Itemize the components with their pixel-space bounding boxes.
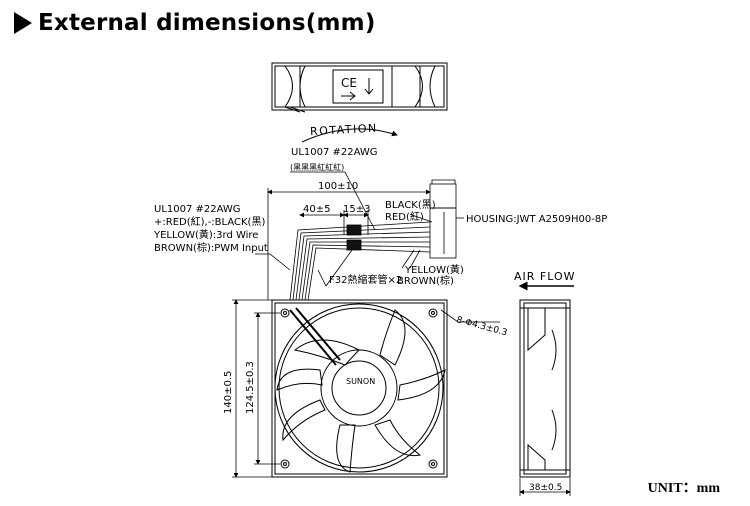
rotation-label: ROTATION: [310, 122, 378, 139]
brown-wire-label: BROWN(棕): [397, 274, 454, 287]
hole-spec: 8-Φ4.3±0.3: [455, 315, 508, 338]
arrow-right-icon: [341, 91, 356, 101]
ce-mark: CE: [341, 76, 357, 90]
cable-length-dim: 100±10: [318, 181, 358, 192]
wire-spec-top: UL1007 #22AWG: [291, 147, 378, 158]
wire-spec-left: UL1007 #22AWG: [154, 204, 241, 215]
cable-assembly: UL1007 #22AWG (黑黑黑紅紅紅) 100±10 40±5 15±3: [267, 147, 457, 301]
hub-brand-logo: SUNON: [346, 377, 375, 386]
housing-label: HOUSING:JWT A2509H00-8P: [466, 214, 607, 225]
air-flow-label: AIR FLOW: [514, 270, 576, 283]
wire-desc-brown: BROWN(棕):PWM Input: [154, 241, 268, 254]
depth-dimension: [519, 478, 571, 496]
wire-desc-power: +:RED(紅),-:BLACK(黑): [154, 216, 265, 228]
arrow-down-icon: [364, 78, 374, 95]
black-wire-label: BLACK(黑): [385, 199, 436, 211]
fan-front-view: [271, 299, 448, 478]
fan-side-view: [519, 299, 571, 478]
page-title: External dimensions(mm): [38, 10, 376, 36]
wire-color-spec: (黑黑黑紅紅紅): [290, 162, 344, 172]
sleeve-length-dim: 15±3: [343, 204, 370, 215]
top-view: [271, 62, 448, 113]
sleeve-offset-dim: 40±5: [303, 204, 330, 215]
heading-triangle-icon: [14, 12, 32, 34]
wire-desc-yellow: YELLOW(黃):3rd Wire: [153, 228, 258, 241]
red-wire-label: RED(紅): [385, 211, 424, 223]
depth-dim: 38±0.5: [529, 483, 562, 493]
rotation-arrow: [301, 128, 398, 143]
height-dimensions: [232, 299, 280, 478]
yellow-wire-label: YELLOW(黃): [404, 263, 464, 276]
section-heading: External dimensions(mm): [14, 8, 376, 38]
height-dim-124: 124.5±0.3: [245, 361, 256, 414]
sleeve-note: F32熱縮套管×2: [329, 273, 402, 286]
height-dim-140: 140±0.5: [223, 371, 234, 414]
unit-label: UNIT：mm: [647, 481, 720, 496]
